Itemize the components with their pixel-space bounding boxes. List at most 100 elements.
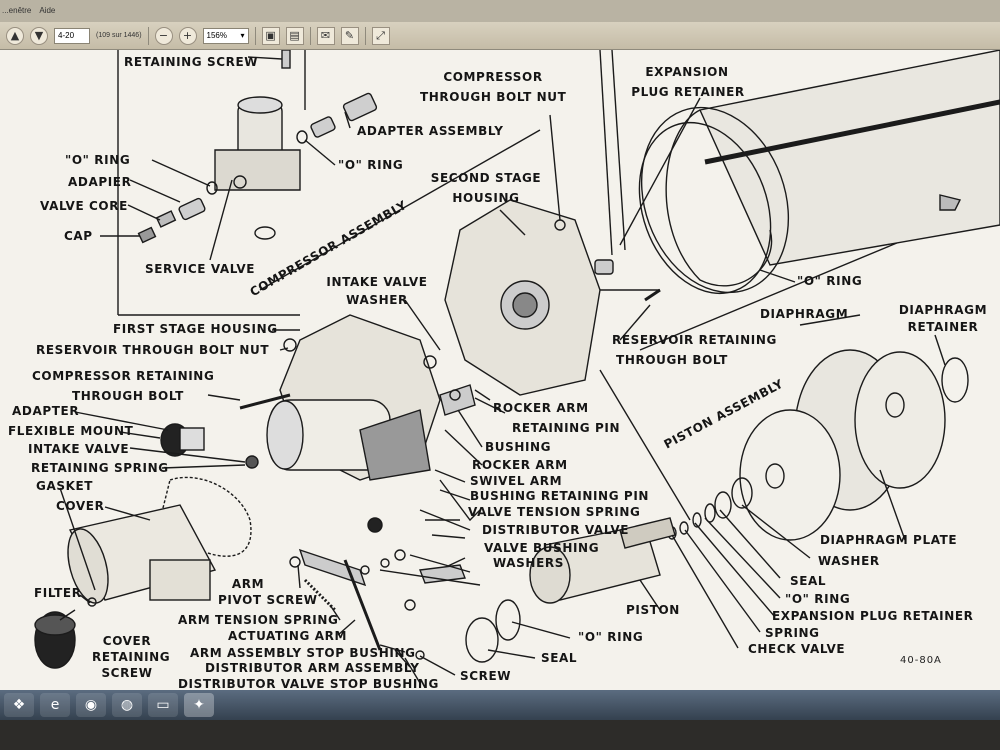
page-number-input[interactable]: 4-20 <box>54 27 90 44</box>
label-screw: SCREW <box>460 669 512 683</box>
label-filter: FILTER <box>34 586 82 600</box>
label-reservoir-retaining-through-bolt-1: RESERVOIR RETAINING <box>612 333 777 347</box>
taskbar-folder[interactable]: ▭ <box>148 693 178 717</box>
label-washer: WASHER <box>818 554 880 568</box>
label-actuating-arm: ACTUATING ARM <box>228 629 347 643</box>
arrow-down-icon: ▼ <box>34 29 44 42</box>
label-adapter-assembly: ADAPTER ASSEMBLY <box>357 124 504 138</box>
label-diaphragm-plate: DIAPHRAGM PLATE <box>820 533 958 547</box>
windows-taskbar: ❖ e ◉ ◍ ▭ ✦ <box>0 690 1000 720</box>
chrome-icon: ◍ <box>120 697 134 713</box>
label-arm-assembly-stop-bushing: ARM ASSEMBLY STOP BUSHING <box>190 646 416 660</box>
label-valve-tension-spring: VALVE TENSION SPRING <box>468 505 641 519</box>
zoom-in-button[interactable]: + <box>178 26 197 45</box>
label-distributor-valve-stop-bushing: DISTRIBUTOR VALVE STOP BUSHING <box>178 677 440 691</box>
fit-page-icon: ▣ <box>265 29 276 42</box>
label-arm-pivot-screw-1: ARM <box>231 577 265 591</box>
label-reservoir-retaining-through-bolt-2: THROUGH BOLT <box>616 353 728 367</box>
zoom-out-button[interactable]: − <box>154 26 173 45</box>
label-rocker-arm-retaining-pin-1: ROCKER ARM <box>493 401 589 415</box>
figure-number: 40-80A <box>900 655 942 666</box>
label-first-stage-housing: FIRST STAGE HOUSING <box>113 322 278 336</box>
label-o-ring-top: "O" RING <box>65 153 131 167</box>
comment-icon: ✉ <box>320 29 331 42</box>
monitor-top-edge <box>0 0 1000 24</box>
chevron-down-icon: ▾ <box>240 31 245 40</box>
firefox-icon: ◉ <box>84 697 98 713</box>
label-o-ring-lower-right: "O" RING <box>785 592 851 606</box>
label-adapter-left: ADAPIER <box>68 175 132 189</box>
label-cover-retaining-screw-2: RETAINING <box>92 650 171 664</box>
label-compressor-through-bolt-nut-1: COMPRESSOR <box>443 70 543 84</box>
document-view[interactable]: RETAINING SCREW ADAPTER ASSEMBLY "O" RIN… <box>0 50 1000 690</box>
label-cover: COVER <box>56 499 105 513</box>
label-reservoir-through-bolt-nut: RESERVOIR THROUGH BOLT NUT <box>36 343 270 357</box>
label-o-ring-right: "O" RING <box>797 274 863 288</box>
internet-explorer-icon: e <box>50 697 60 713</box>
label-flexible-mount: FLEXIBLE MOUNT <box>8 424 134 438</box>
menu-item-window[interactable]: ...enêtre <box>2 6 32 15</box>
arrow-up-icon: ▲ <box>10 29 20 42</box>
label-compressor-retaining-through-bolt-1: COMPRESSOR RETAINING <box>32 369 215 383</box>
label-cover-retaining-screw-3: SCREW <box>101 666 153 680</box>
label-expansion-plug-retainer-1: EXPANSION <box>645 65 729 79</box>
label-distributor-valve: DISTRIBUTOR VALVE <box>482 523 630 537</box>
toolbar-separator <box>364 26 366 45</box>
fit-width-button[interactable]: ▤ <box>285 26 304 45</box>
pen-icon: ✎ <box>344 29 355 42</box>
minus-icon: − <box>158 29 169 42</box>
zoom-select[interactable]: 156% ▾ <box>202 27 249 44</box>
label-check-valve: CHECK VALVE <box>748 642 846 656</box>
label-spring: SPRING <box>765 626 820 640</box>
sign-button[interactable]: ✎ <box>340 26 359 45</box>
label-bushing: BUSHING <box>485 440 552 454</box>
label-intake-valve-washer-1: INTAKE VALVE <box>326 275 428 289</box>
label-diaphragm-retainer-2: RETAINER <box>907 320 979 334</box>
taskbar-firefox[interactable]: ◉ <box>76 693 106 717</box>
label-arm-pivot-screw-2: PIVOT SCREW <box>218 593 318 607</box>
label-retaining-spring: RETAINING SPRING <box>31 461 169 475</box>
label-bushing-retaining-pin: BUSHING RETAINING PIN <box>470 489 650 503</box>
menu-item-help[interactable]: Aide <box>39 6 56 15</box>
label-intake-valve: INTAKE VALVE <box>28 442 130 456</box>
taskbar-ie[interactable]: e <box>40 693 70 717</box>
label-cap: CAP <box>64 229 93 243</box>
label-second-stage-housing-2: HOUSING <box>452 191 520 205</box>
page-count-label: (109 sur 1446) <box>96 32 142 39</box>
label-rocker-arm: ROCKER ARM <box>472 458 568 472</box>
label-swivel-arm: SWIVEL ARM <box>470 474 563 488</box>
label-piston: PISTON <box>626 603 680 617</box>
label-o-ring-bottom: "O" RING <box>578 630 644 644</box>
pdf-icon: ✦ <box>193 697 205 713</box>
zoom-value: 156% <box>206 31 227 40</box>
toolbar-separator <box>254 26 256 45</box>
taskbar-pdf-reader[interactable]: ✦ <box>184 693 214 717</box>
label-cover-retaining-screw-1: COVER <box>102 634 152 648</box>
label-diaphragm: DIAPHRAGM <box>760 307 849 321</box>
next-page-button[interactable]: ▼ <box>30 26 48 45</box>
expand-icon: ⤢ <box>376 28 385 42</box>
label-intake-valve-washer-2: WASHER <box>346 293 408 307</box>
label-adapter: ADAPTER <box>12 404 80 418</box>
start-button[interactable]: ❖ <box>4 693 34 717</box>
label-valve-core: VALVE CORE <box>40 199 128 213</box>
taskbar-chrome[interactable]: ◍ <box>112 693 142 717</box>
comment-button[interactable]: ✉ <box>316 26 335 45</box>
reader-toolbar: ▲ ▼ 4-20 (109 sur 1446) − + 156%▾ ▣ ▤ ✉ … <box>0 22 1000 50</box>
label-diaphragm-retainer-1: DIAPHRAGM <box>898 303 988 317</box>
label-seal-bottom: SEAL <box>541 651 578 665</box>
label-second-stage-housing-1: SECOND STAGE <box>430 171 542 185</box>
previous-page-button[interactable]: ▲ <box>6 26 24 45</box>
label-retaining-screw: RETAINING SCREW <box>124 55 259 69</box>
label-compressor-through-bolt-nut-2: THROUGH BOLT NUT <box>420 90 567 104</box>
label-compressor-retaining-through-bolt-2: THROUGH BOLT <box>72 389 184 403</box>
exploded-diagram <box>34 50 1000 684</box>
windows-logo-icon: ❖ <box>12 697 26 713</box>
fit-page-button[interactable]: ▣ <box>261 26 280 45</box>
label-rocker-arm-retaining-pin-2: RETAINING PIN <box>512 421 621 435</box>
toolbar-separator <box>147 26 149 45</box>
plus-icon: + <box>182 29 193 42</box>
label-washers: WASHERS <box>493 556 564 570</box>
fit-width-icon: ▤ <box>289 29 300 42</box>
expand-button[interactable]: ⤢ <box>371 26 390 45</box>
